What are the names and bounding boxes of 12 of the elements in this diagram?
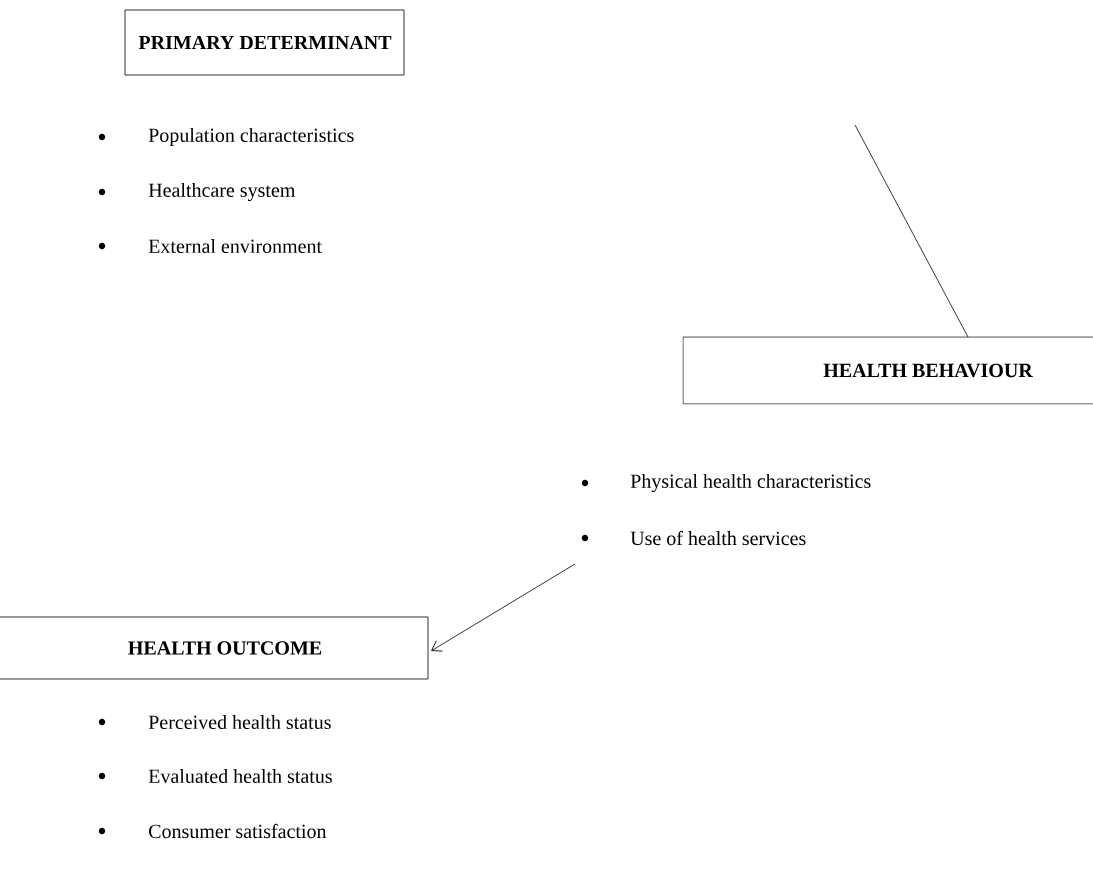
bullet-item: Population characteristics [98, 127, 354, 147]
heading-box: HEALTH BEHAVIOUR [682, 336, 1093, 405]
bullet-item: Use of health services [581, 530, 806, 546]
heading-box: HEALTH OUTCOME [0, 616, 429, 680]
heading-box: PRIMARY DETERMINANT [124, 9, 405, 76]
bullet-item: External environment [98, 238, 322, 254]
bullet-item: Healthcare system [98, 182, 296, 202]
bullet-item: Physical health characteristics [581, 473, 871, 493]
bullet-item: Evaluated health status [98, 768, 332, 784]
bullet-item: Consumer satisfaction [98, 823, 327, 839]
bullet-item: Perceived health status [98, 714, 331, 730]
arrow [431, 563, 576, 652]
